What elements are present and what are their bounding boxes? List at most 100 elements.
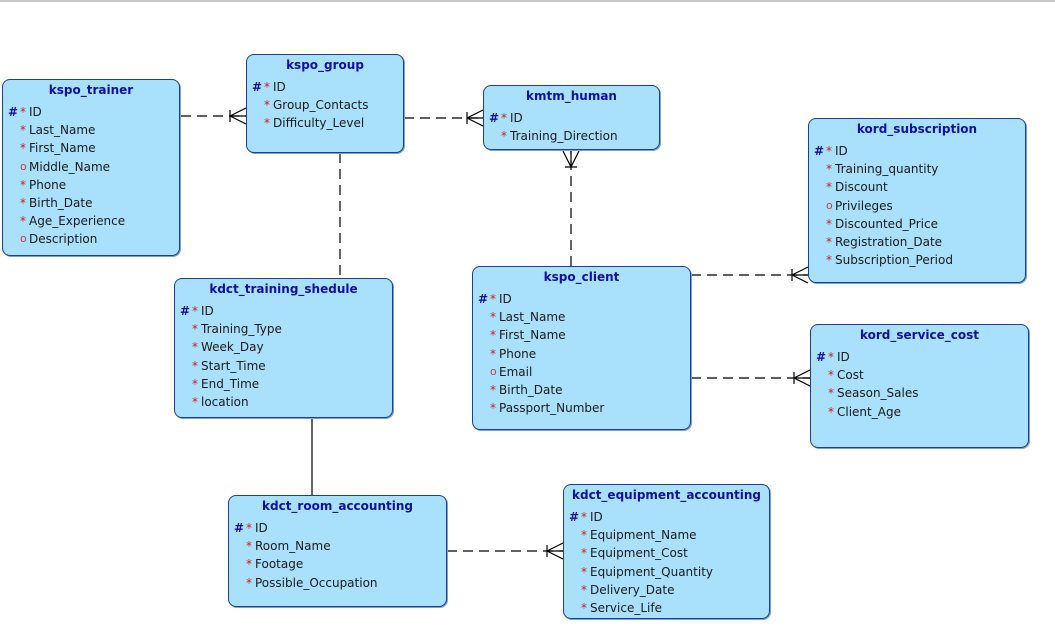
attribute-row: *Delivery_Date bbox=[564, 581, 769, 599]
attribute-row: *Last_Name bbox=[473, 308, 690, 326]
attribute-name: Week_Day bbox=[201, 340, 264, 355]
attribute-name: Subscription_Period bbox=[835, 253, 953, 268]
attribute-name: Description bbox=[29, 232, 98, 247]
attribute-name: ID bbox=[835, 144, 848, 158]
required-marker: * bbox=[490, 310, 496, 325]
attribute-row: #*ID bbox=[229, 519, 446, 537]
attribute-row: *Training_Type bbox=[175, 320, 392, 338]
attribute-name: Email bbox=[499, 364, 533, 379]
primary-key-marker: # bbox=[234, 521, 245, 535]
entity-title: kord_subscription bbox=[856, 122, 978, 136]
required-marker: * bbox=[264, 98, 270, 113]
attribute-list: #*ID*Group_Contacts*Difficulty_Level bbox=[247, 78, 403, 133]
crows-foot-many-icon bbox=[793, 369, 811, 387]
attribute-row: *Discount bbox=[809, 178, 1025, 196]
attribute-name: ID bbox=[255, 521, 268, 535]
attribute-name: Discounted_Price bbox=[835, 216, 938, 231]
attribute-name: Passport_Number bbox=[499, 401, 605, 416]
optional-marker: o bbox=[490, 364, 497, 378]
attribute-name: First_Name bbox=[29, 141, 96, 156]
attribute-row: #*ID bbox=[175, 302, 392, 320]
required-marker: * bbox=[826, 234, 832, 249]
entity-title: kspo_client bbox=[543, 270, 620, 284]
required-marker: * bbox=[490, 292, 496, 306]
attribute-name: Equipment_Name bbox=[590, 528, 697, 543]
entity-title: kdct_equipment_accounting bbox=[572, 488, 761, 502]
attribute-name: Phone bbox=[499, 346, 537, 361]
attribute-row: *Season_Sales bbox=[811, 384, 1028, 402]
attribute-row: *Phone bbox=[3, 176, 179, 194]
entity-kspo-group[interactable]: kspo_group#*ID*Group_Contacts*Difficulty… bbox=[246, 54, 404, 153]
required-marker: * bbox=[20, 177, 26, 192]
entity-kord-subscription[interactable]: kord_subscription#*ID*Training_quantity*… bbox=[808, 118, 1026, 283]
entity-kdct-room-accounting[interactable]: kdct_room_accounting#*ID*Room_Name*Foota… bbox=[228, 495, 447, 607]
attribute-row: *Last_Name bbox=[3, 121, 179, 139]
attribute-row: *First_Name bbox=[3, 139, 179, 157]
window-top-border bbox=[0, 0, 1055, 2]
attribute-row: *Registration_Date bbox=[809, 233, 1025, 251]
attribute-row: *Age_Experience bbox=[3, 212, 179, 230]
entity-title: kspo_trainer bbox=[48, 83, 134, 97]
entity-kmtm-human[interactable]: kmtm_human#*ID*Training_Direction bbox=[483, 85, 660, 150]
entity-kdct-equipment-accounting[interactable]: kdct_equipment_accounting#*ID*Equipment_… bbox=[563, 484, 770, 619]
attribute-name: Training_quantity bbox=[835, 162, 939, 177]
attribute-list: #*ID*Training_Type*Week_Day*Start_Time*E… bbox=[175, 302, 392, 411]
attribute-name: Last_Name bbox=[29, 123, 96, 138]
entity-kspo-client[interactable]: kspo_client#*ID*Last_Name*First_Name*Pho… bbox=[472, 266, 691, 430]
entity-kdct-training-shedule[interactable]: kdct_training_shedule#*ID*Training_Type*… bbox=[174, 278, 393, 418]
entity-title: kdct_training_shedule bbox=[209, 282, 358, 296]
required-marker: * bbox=[20, 195, 26, 210]
attribute-name: Last_Name bbox=[499, 310, 566, 325]
required-marker: * bbox=[826, 216, 832, 231]
attribute-name: Footage bbox=[255, 557, 304, 572]
attribute-row: #*ID bbox=[564, 508, 769, 526]
required-marker: * bbox=[20, 123, 26, 138]
required-marker: * bbox=[192, 358, 198, 373]
attribute-row: *Training_quantity bbox=[809, 160, 1025, 178]
attribute-row: *Training_Direction bbox=[484, 127, 659, 145]
required-marker: * bbox=[20, 214, 26, 229]
required-marker: * bbox=[192, 376, 198, 391]
attribute-row: *Subscription_Period bbox=[809, 251, 1025, 269]
attribute-name: Training_Type bbox=[201, 322, 282, 337]
attribute-row: #*ID bbox=[3, 103, 179, 121]
attribute-name: Equipment_Quantity bbox=[590, 564, 713, 579]
attribute-row: #*ID bbox=[809, 142, 1025, 160]
attribute-row: *First_Name bbox=[473, 326, 690, 344]
required-marker: * bbox=[490, 382, 496, 397]
required-marker: * bbox=[501, 111, 507, 125]
attribute-name: Registration_Date bbox=[835, 234, 943, 249]
crows-foot-many-icon bbox=[229, 107, 247, 125]
required-marker: * bbox=[264, 80, 270, 94]
attribute-name: ID bbox=[837, 350, 850, 364]
attribute-name: ID bbox=[590, 510, 603, 524]
optional-marker: o bbox=[20, 232, 27, 246]
required-marker: * bbox=[828, 350, 834, 364]
attribute-row: #*ID bbox=[473, 290, 690, 308]
optional-marker: o bbox=[826, 198, 833, 212]
required-marker: * bbox=[828, 368, 834, 383]
attribute-row: *Discounted_Price bbox=[809, 215, 1025, 233]
primary-key-marker: # bbox=[489, 111, 500, 125]
required-marker: * bbox=[20, 105, 26, 119]
attribute-row: *Birth_Date bbox=[3, 194, 179, 212]
attribute-name: Group_Contacts bbox=[273, 98, 369, 113]
attribute-name: Phone bbox=[29, 177, 67, 192]
attribute-name: ID bbox=[510, 111, 523, 125]
required-marker: * bbox=[501, 129, 507, 144]
required-marker: * bbox=[581, 582, 587, 597]
required-marker: * bbox=[826, 162, 832, 177]
attribute-name: Start_Time bbox=[201, 358, 266, 373]
attribute-name: First_Name bbox=[499, 328, 566, 343]
primary-key-marker: # bbox=[180, 304, 191, 318]
attribute-name: Cost bbox=[837, 368, 864, 383]
required-marker: * bbox=[246, 521, 252, 535]
entity-kord-service-cost[interactable]: kord_service_cost#*ID*Cost*Season_Sales*… bbox=[810, 324, 1029, 448]
required-marker: * bbox=[20, 141, 26, 156]
primary-key-marker: # bbox=[814, 144, 825, 158]
attribute-list: #*ID*Cost*Season_Sales*Client_Age bbox=[811, 348, 1028, 421]
attribute-name: End_Time bbox=[201, 376, 260, 391]
